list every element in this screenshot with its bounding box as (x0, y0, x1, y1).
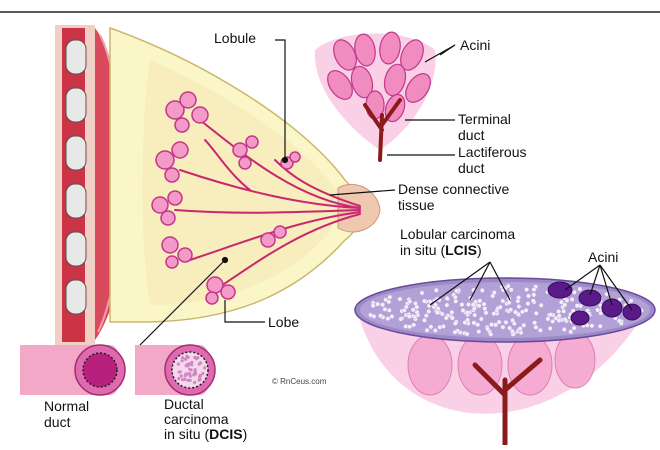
label-lactiferous-duct-1: Lactiferous (458, 144, 526, 161)
credit-text: © RnCeus.com (272, 377, 326, 386)
label-lcis-2: in situ (LCIS) (400, 242, 482, 259)
label-lobe: Lobe (268, 314, 299, 331)
label-dense-tissue-2: tissue (398, 197, 435, 214)
label-acini-top: Acini (460, 37, 490, 54)
normal-duct (20, 345, 125, 395)
lcis-inset (355, 278, 655, 445)
label-lobule: Lobule (214, 30, 256, 47)
rib (66, 40, 86, 74)
label-dense-tissue-1: Dense connective (398, 181, 509, 198)
rib (66, 136, 86, 170)
label-normal-duct-1: Normal (44, 398, 89, 415)
label-normal-duct-2: duct (44, 414, 70, 431)
rib (66, 88, 86, 122)
label-lactiferous-duct-2: duct (458, 160, 484, 177)
dcis-duct (135, 345, 215, 395)
lobule-inset (315, 31, 436, 160)
label-lcis-1: Lobular carcinoma (400, 226, 515, 243)
rib (66, 232, 86, 266)
label-dcis-3: in situ (DCIS) (164, 426, 247, 443)
label-acini-right: Acini (588, 249, 618, 266)
label-terminal-duct-2: duct (458, 127, 484, 144)
label-terminal-duct-1: Terminal (458, 111, 511, 128)
rib (66, 280, 86, 314)
rib (66, 184, 86, 218)
